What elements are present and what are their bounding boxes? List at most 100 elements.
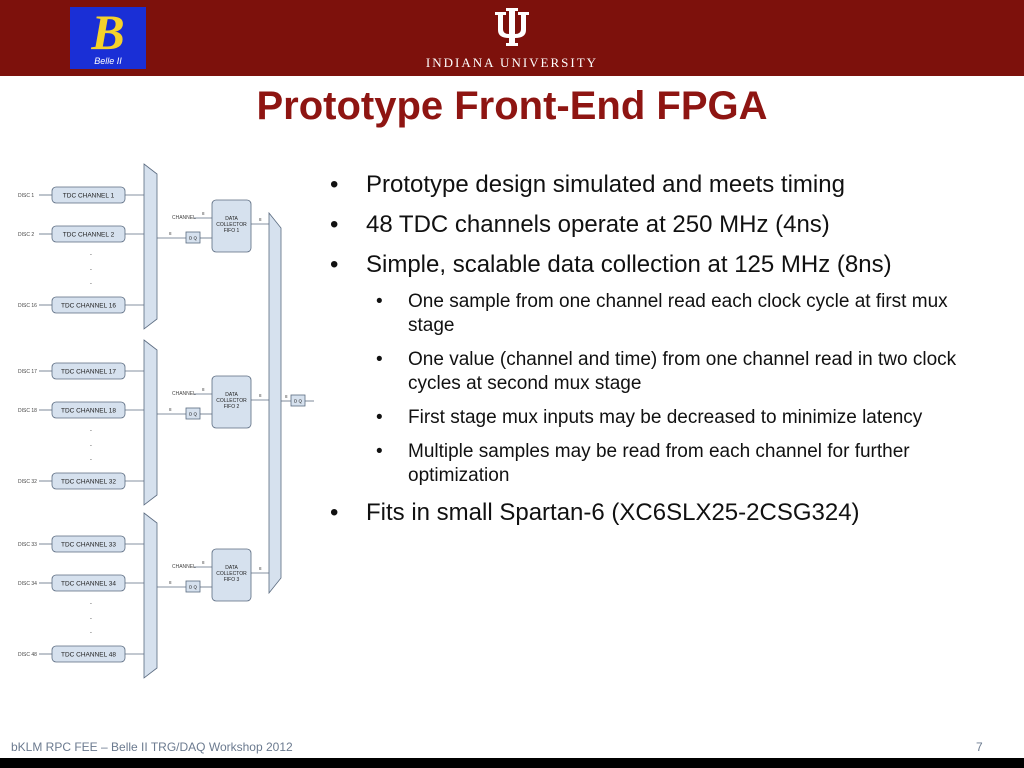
bullet-marker: • (376, 407, 383, 428)
fpga-block-diagram: DISC 1 TDC CHANNEL 1 DISC 2 TDC CHANNEL 2 DI… (18, 163, 314, 679)
ellipsis-dot: · (90, 265, 93, 274)
data-collector-fifo (211, 548, 252, 602)
bullet-text: Prototype design simulated and meets tim… (366, 171, 845, 198)
bullet-text: One value (channel and time) from one ch… (408, 349, 957, 394)
tdc-channel-label: TDC CHANNEL 33 (61, 542, 116, 549)
sub-bullet-item: • One sample from one channel read each c… (366, 290, 968, 338)
bullet-list: • Prototype design simulated and meets ti… (324, 170, 1014, 538)
bullet-item: • Simple, scalable data collection at 125… (324, 250, 1014, 279)
first-stage-mux (143, 163, 158, 330)
bus-width-label: 8 (202, 211, 205, 216)
tdc-channel-label: TDC CHANNEL 2 (63, 232, 115, 239)
ellipsis-dot: · (90, 628, 93, 637)
bus-width-label: 8 (259, 566, 262, 571)
channel-select-label: CHANNEL (172, 391, 196, 397)
first-stage-mux (143, 339, 158, 506)
fifo-label: COLLECTOR (216, 571, 247, 577)
tdc-channel-label: TDC CHANNEL 1 (63, 193, 115, 200)
second-stage-mux (268, 211, 282, 595)
fifo-label: DATA (225, 565, 238, 571)
footer-caption: bKLM RPC FEE – Belle II TRG/DAQ Workshop… (11, 740, 293, 754)
bullet-item: • Prototype design simulated and meets ti… (324, 170, 1014, 199)
data-collector-fifo (211, 199, 252, 253)
ellipsis-dot: · (90, 441, 93, 450)
ellipsis-dot: · (90, 599, 93, 608)
header-bar: B Belle II INDIANA UNIVERSITY (0, 0, 1024, 76)
disc-label: DISC 17 (18, 369, 37, 375)
bullet-marker: • (330, 211, 339, 238)
bullet-item: • 48 TDC channels operate at 250 MHz (4ns… (324, 210, 1014, 239)
sub-bullet-item: • First stage mux inputs may be decreased… (366, 406, 968, 430)
bullet-text: Simple, scalable data collection at 125 … (366, 251, 892, 278)
channel-select-label: CHANNEL (172, 215, 196, 221)
ellipsis-dot: · (90, 455, 93, 464)
bus-width-label: 8 (259, 217, 262, 222)
bullet-text: 48 TDC channels operate at 250 MHz (4ns) (366, 211, 830, 238)
fifo-label: COLLECTOR (216, 222, 247, 228)
bullet-marker: • (330, 251, 339, 278)
slide-title: Prototype Front-End FPGA (256, 84, 768, 128)
fifo-label: FIFO 2 (224, 404, 240, 410)
ellipsis-dot: · (90, 250, 93, 259)
dq-register (185, 580, 201, 593)
disc-label: DISC 16 (18, 303, 37, 309)
fifo-label: DATA (225, 216, 238, 222)
bullet-marker: • (330, 171, 339, 198)
first-stage-mux (143, 512, 158, 679)
disc-label: DISC 33 (18, 542, 37, 548)
ellipsis-dot: · (90, 279, 93, 288)
data-collector-fifo (211, 375, 252, 429)
tdc-channel-label: TDC CHANNEL 48 (61, 652, 116, 659)
dq-label: D Q (294, 399, 303, 404)
bullet-marker: • (376, 441, 383, 462)
iu-trident-icon (495, 8, 529, 46)
fifo-label: FIFO 1 (224, 228, 240, 234)
bus-width-label: 8 (285, 394, 288, 399)
bus-width-label: 8 (169, 580, 172, 585)
bus-width-label: 8 (169, 231, 172, 236)
tdc-channel-label: TDC CHANNEL 34 (61, 581, 116, 588)
bullet-text: One sample from one channel read each cl… (408, 291, 948, 336)
sub-bullet-item: • Multiple samples may be read from each … (366, 440, 968, 488)
tdc-channel-label: TDC CHANNEL 32 (61, 479, 116, 486)
disc-label: DISC 34 (18, 581, 37, 587)
page-number: 7 (976, 740, 983, 754)
output-dq-register (290, 394, 306, 407)
disc-label: DISC 18 (18, 408, 37, 414)
bullet-text: Multiple samples may be read from each c… (408, 441, 910, 486)
tdc-channel-label: TDC CHANNEL 16 (61, 303, 116, 310)
bus-width-label: 8 (259, 393, 262, 398)
fifo-label: DATA (225, 392, 238, 398)
tdc-channel-label: TDC CHANNEL 17 (61, 369, 116, 376)
dq-label: D Q (189, 412, 198, 417)
bullet-text: First stage mux inputs may be decreased … (408, 407, 923, 428)
university-name: INDIANA UNIVERSITY (425, 55, 599, 70)
bullet-marker: • (376, 349, 383, 370)
dq-register (185, 407, 201, 420)
disc-label: DISC 32 (18, 479, 37, 485)
bullet-marker: • (330, 499, 339, 526)
bullet-item: • Fits in small Spartan-6 (XC6SLX25-2CSG3… (324, 498, 1014, 527)
dq-register (185, 231, 201, 244)
dq-label: D Q (189, 236, 198, 241)
disc-label: DISC 1 (18, 193, 34, 199)
channel-select-label: CHANNEL (172, 564, 196, 570)
bus-width-label: 8 (202, 560, 205, 565)
bullet-text: Fits in small Spartan-6 (XC6SLX25-2CSG32… (366, 499, 860, 526)
bullet-marker: • (376, 291, 383, 312)
bus-width-label: 8 (169, 407, 172, 412)
disc-label: DISC 48 (18, 652, 37, 658)
logo-glyph: B (91, 4, 125, 60)
bottom-bar (0, 758, 1024, 768)
bus-width-label: 8 (202, 387, 205, 392)
disc-label: DISC 2 (18, 232, 34, 238)
sub-bullet-item: • One value (channel and time) from one c… (366, 348, 968, 396)
ellipsis-dot: · (90, 614, 93, 623)
fifo-label: FIFO 3 (224, 577, 240, 583)
tdc-channel-label: TDC CHANNEL 18 (61, 408, 116, 415)
fifo-label: COLLECTOR (216, 398, 247, 404)
ellipsis-dot: · (90, 426, 93, 435)
dq-label: D Q (189, 585, 198, 590)
belle-ii-logo: B Belle II (70, 4, 146, 69)
logo-caption: Belle II (94, 56, 122, 66)
